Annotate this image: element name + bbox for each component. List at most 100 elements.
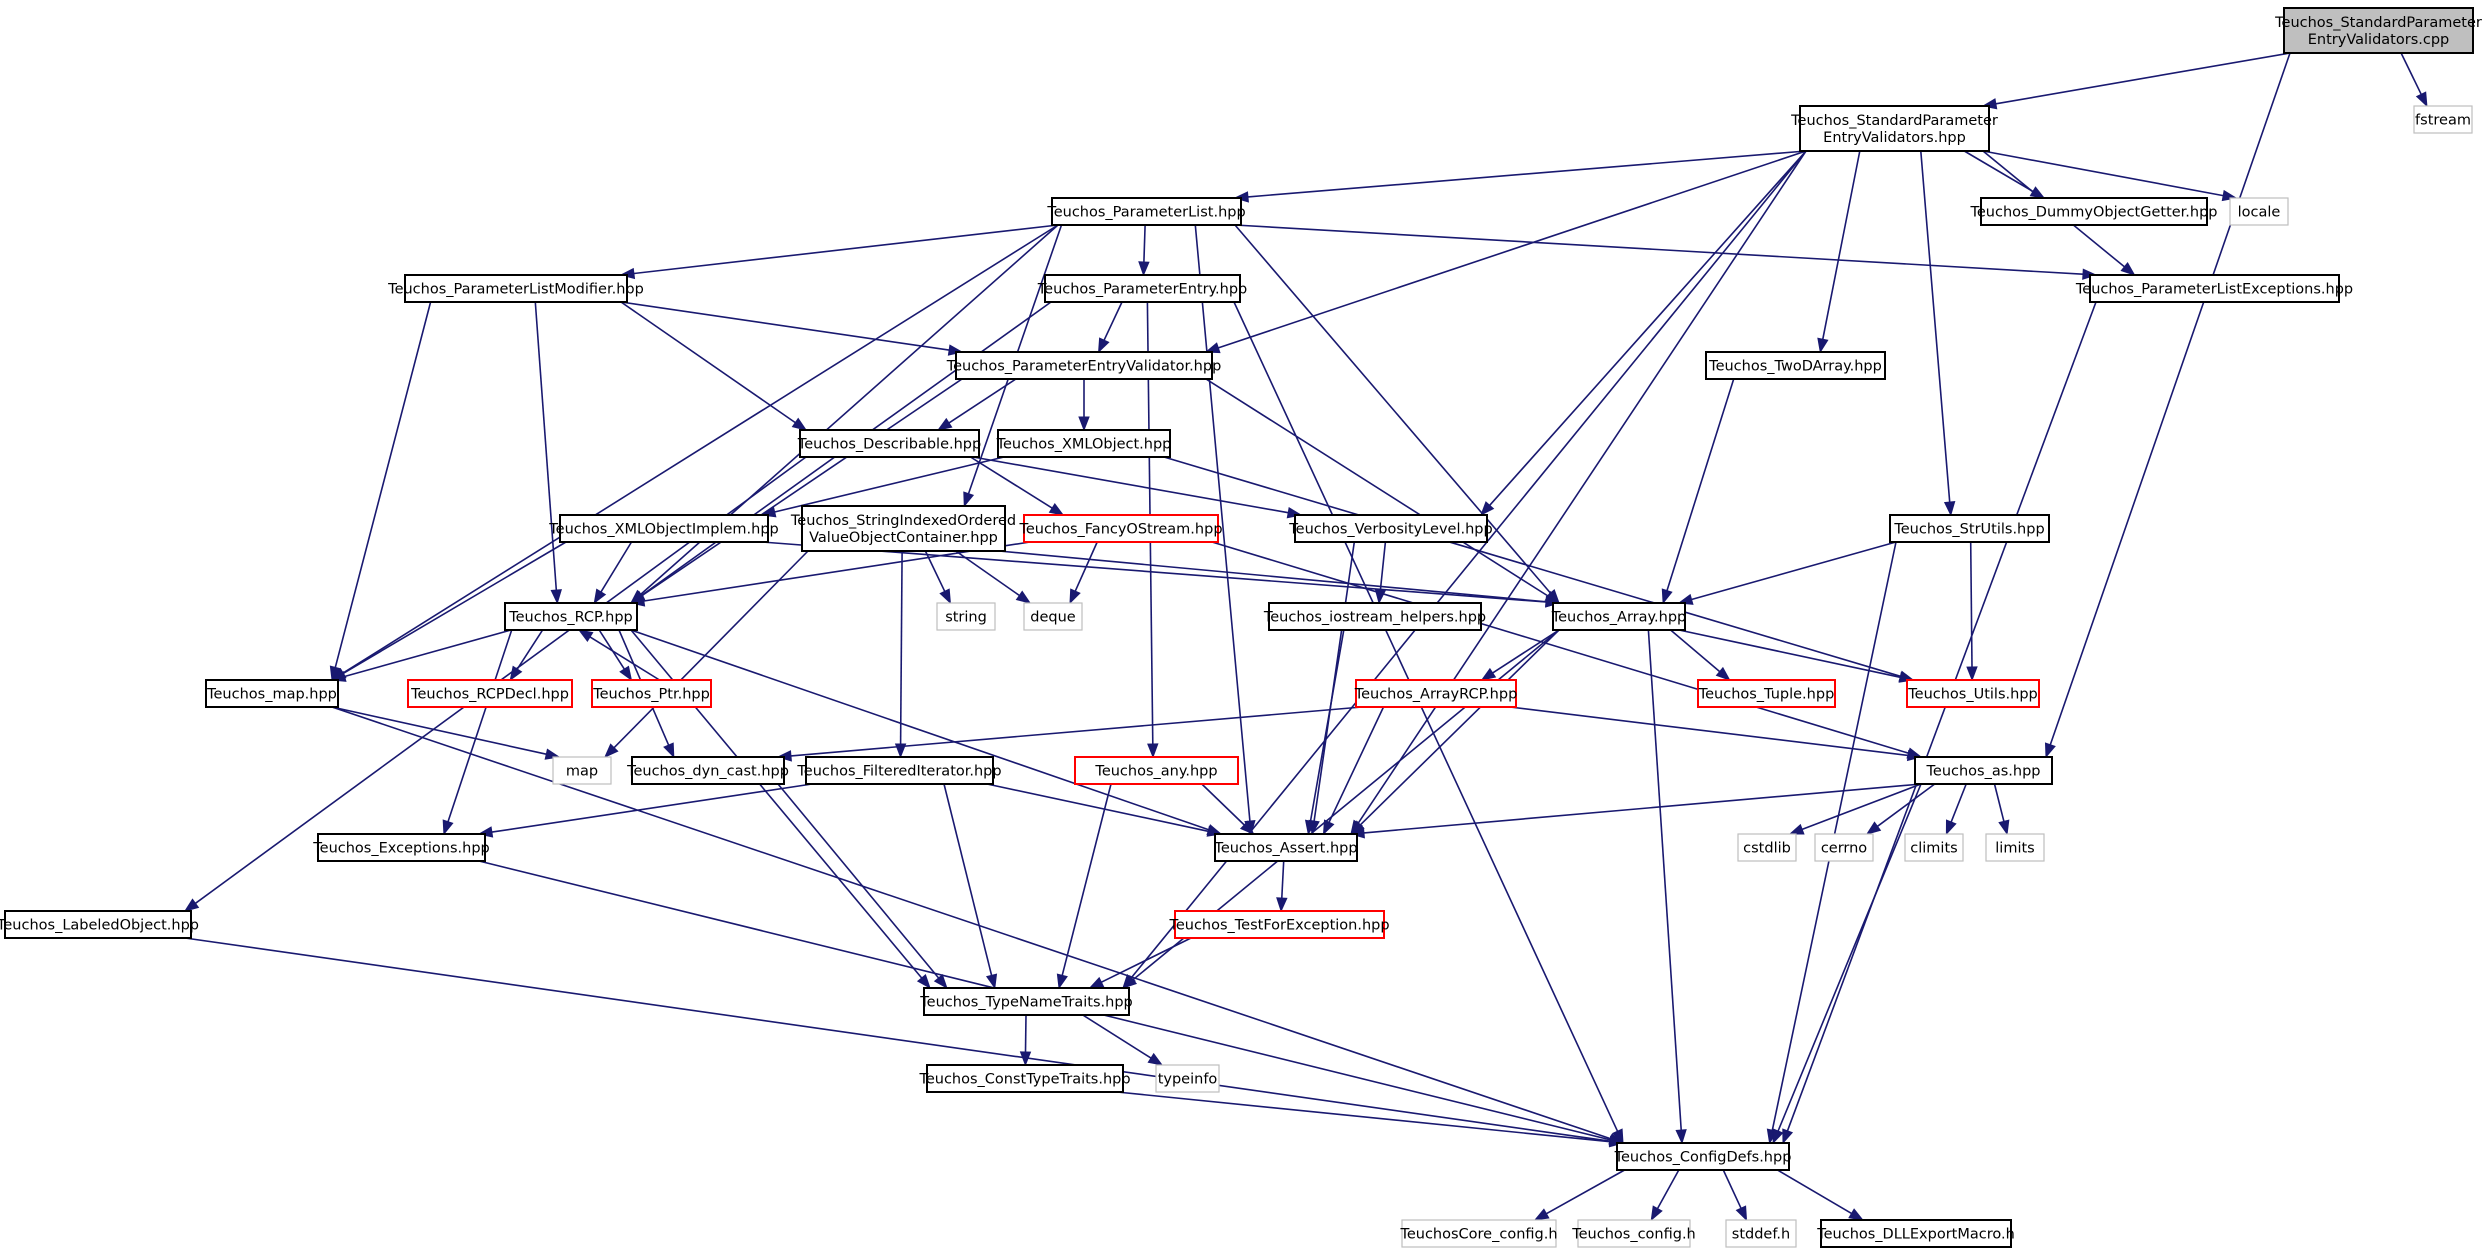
edge-array-to-assert (1350, 629, 1560, 835)
node-label: Teuchos_VerbosityLevel.hpp (1288, 522, 1492, 538)
node-sio[interactable]: Teuchos_StringIndexedOrderedValueObjectC… (790, 505, 1016, 552)
node-label: Teuchos_StringIndexedOrdered (790, 513, 1016, 529)
node-limits[interactable]: limits (1985, 833, 2045, 862)
node-label: Teuchos_LabeledObject.hpp (0, 918, 199, 934)
node-map[interactable]: map (552, 756, 612, 785)
edge-array-to-arcp (1480, 629, 1560, 681)
node-box (1799, 105, 1990, 152)
node-label: Teuchos_DummyObjectGetter.hpp (1969, 205, 2217, 221)
node-box (801, 505, 1006, 552)
node-box (317, 833, 486, 862)
edge-configdefs-to-dllexp (1777, 1169, 1865, 1221)
node-labeled[interactable]: Teuchos_LabeledObject.hpp (0, 910, 199, 939)
node-climits[interactable]: climits (1904, 833, 1964, 862)
node-tcconfig[interactable]: TeuchosCore_config.h (1399, 1219, 1558, 1248)
node-string[interactable]: string (936, 602, 996, 631)
node-label: Teuchos_TypeNameTraits.hpp (919, 995, 1132, 1011)
node-locale[interactable]: locale (2229, 197, 2289, 226)
edge-any-to-assert (1201, 783, 1255, 835)
node-arcp[interactable]: Teuchos_ArrayRCP.hpp (1354, 679, 1518, 708)
node-cstdlib[interactable]: cstdlib (1737, 833, 1797, 862)
node-rcp[interactable]: Teuchos_RCP.hpp (504, 602, 638, 631)
edge-any-to-tnt (1056, 783, 1112, 990)
node-stddef[interactable]: stddef.h (1725, 1219, 1797, 1248)
node-label: Teuchos_ParameterEntry.hpp (1037, 282, 1248, 298)
node-box (1214, 833, 1358, 862)
node-xmlobj[interactable]: Teuchos_XMLObject.hpp (996, 429, 1172, 458)
node-cerrno[interactable]: cerrno (1814, 833, 1874, 862)
node-describ[interactable]: Teuchos_Describable.hpp (797, 429, 981, 458)
node-tfe[interactable]: Teuchos_TestForException.hpp (1168, 910, 1390, 939)
node-label: map (566, 764, 598, 780)
node-array[interactable]: Teuchos_Array.hpp (1551, 602, 1687, 631)
node-plist[interactable]: Teuchos_ParameterList.hpp (1046, 197, 1246, 226)
node-utils[interactable]: Teuchos_Utils.hpp (1906, 679, 2040, 708)
node-box (1051, 197, 1242, 226)
node-box (2283, 7, 2474, 54)
node-box (1705, 351, 1886, 380)
node-box (1814, 833, 1874, 862)
node-any[interactable]: Teuchos_any.hpp (1074, 756, 1239, 785)
edge-as-to-limits (1993, 783, 2010, 836)
node-assert[interactable]: Teuchos_Assert.hpp (1213, 833, 1358, 862)
node-label: Teuchos_RCPDecl.hpp (410, 687, 569, 703)
edge-plmod-to-map_hpp (329, 301, 432, 682)
node-dyncast[interactable]: Teuchos_dyn_cast.hpp (626, 756, 789, 785)
edge-tnt-to-typeinfo (1082, 1014, 1164, 1066)
node-verb[interactable]: Teuchos_VerbosityLevel.hpp (1288, 514, 1493, 543)
node-exc[interactable]: Teuchos_Exceptions.hpp (312, 833, 490, 862)
edge-pentry-to-configdefs (1233, 301, 1624, 1145)
edge-assert-to-tfe (1276, 860, 1288, 913)
node-typeinfo[interactable]: typeinfo (1155, 1064, 1220, 1093)
node-rcpdecl[interactable]: Teuchos_RCPDecl.hpp (407, 679, 573, 708)
node-filt[interactable]: Teuchos_FilteredIterator.hpp (796, 756, 1002, 785)
edge-strutils-to-utils (1966, 541, 1978, 682)
node-twod[interactable]: Teuchos_TwoDArray.hpp (1705, 351, 1886, 380)
node-pev[interactable]: Teuchos_ParameterEntryValidator.hpp (946, 351, 1222, 380)
node-label: Teuchos_ParameterListModifier.hpp (387, 282, 644, 298)
edge-rcp-to-exc (442, 629, 513, 836)
node-label: string (945, 610, 987, 626)
node-ctt[interactable]: Teuchos_ConstTypeTraits.hpp (918, 1064, 1131, 1093)
node-label: Teuchos_ParameterList.hpp (1046, 205, 1245, 221)
node-deque[interactable]: deque (1023, 602, 1083, 631)
node-map_hpp[interactable]: Teuchos_map.hpp (205, 679, 339, 708)
node-label: Teuchos_FilteredIterator.hpp (796, 764, 1001, 780)
node-dummy[interactable]: Teuchos_DummyObjectGetter.hpp (1969, 197, 2218, 226)
node-iohelp[interactable]: Teuchos_iostream_helpers.hpp (1263, 602, 1486, 631)
node-label: Teuchos_ParameterEntryValidator.hpp (946, 359, 1222, 375)
node-box (1074, 756, 1239, 785)
edge-ctt-to-configdefs (1116, 1091, 1625, 1148)
node-fstream[interactable]: fstream (2413, 105, 2473, 134)
node-tnt[interactable]: Teuchos_TypeNameTraits.hpp (919, 987, 1133, 1016)
node-dllexp[interactable]: Teuchos_DLLExportMacro.h (1816, 1219, 2015, 1248)
edge-map_hpp-to-map (331, 706, 561, 760)
node-tuple[interactable]: Teuchos_Tuple.hpp (1697, 679, 1836, 708)
edge-pev-to-xmlobj (1078, 379, 1090, 432)
edge-sio-to-deque (955, 550, 1032, 604)
node-box (1820, 1219, 2012, 1248)
node-tconfig[interactable]: Teuchos_config.h (1571, 1219, 1696, 1248)
edge-rcp-to-ptr (598, 629, 633, 682)
edge-plist-to-array (1234, 224, 1560, 605)
node-as[interactable]: Teuchos_as.hpp (1914, 756, 2053, 785)
node-root[interactable]: Teuchos_StandardParameterEntryValidators… (2274, 7, 2482, 54)
node-plexc[interactable]: Teuchos_ParameterListExceptions.hpp (2075, 274, 2353, 303)
node-spev_hpp[interactable]: Teuchos_StandardParameterEntryValidators… (1790, 105, 1998, 152)
node-label: EntryValidators.cpp (2308, 32, 2449, 48)
edge-plexc-to-configdefs (1782, 301, 2097, 1145)
node-xmlimpl[interactable]: Teuchos_XMLObjectImplem.hpp (548, 514, 779, 543)
node-plmod[interactable]: Teuchos_ParameterListModifier.hpp (387, 274, 644, 303)
edge-spev_hpp-to-plist (1233, 150, 1807, 203)
node-pentry[interactable]: Teuchos_ParameterEntry.hpp (1037, 274, 1248, 303)
node-ptr[interactable]: Teuchos_Ptr.hpp (591, 679, 712, 708)
dependency-edges (183, 52, 2428, 1222)
edge-configdefs-to-tconfig (1650, 1169, 1680, 1222)
edge-as-to-configdefs (1772, 783, 1922, 1145)
node-fancy[interactable]: Teuchos_FancyOStream.hpp (1018, 514, 1223, 543)
node-label: stddef.h (1732, 1227, 1790, 1243)
node-strutils[interactable]: Teuchos_StrUtils.hpp (1889, 514, 2050, 543)
node-label: Teuchos_Tuple.hpp (1698, 687, 1835, 703)
edge-array-to-utils (1678, 629, 1915, 683)
node-configdefs[interactable]: Teuchos_ConfigDefs.hpp (1614, 1142, 1792, 1171)
